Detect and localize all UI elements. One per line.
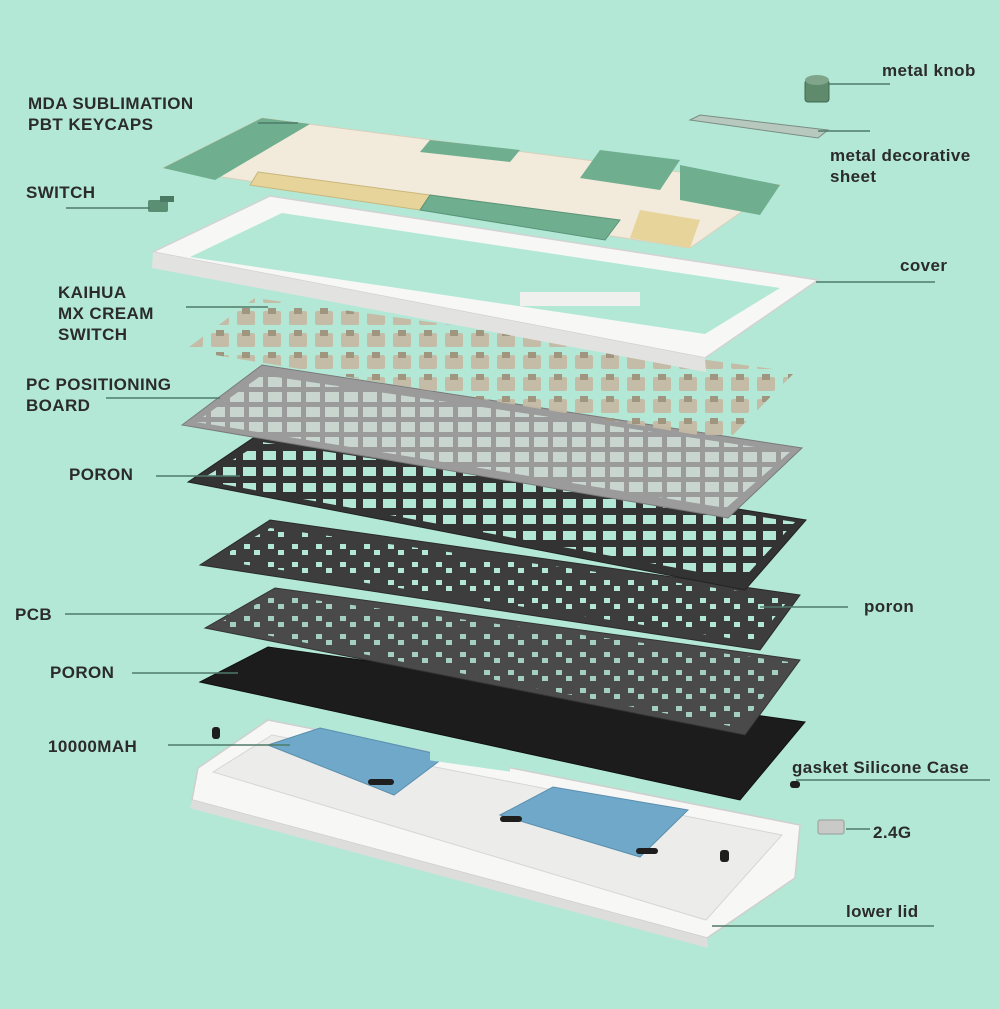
label-poron-bottom-line1: PORON: [50, 663, 115, 682]
label-cover: cover: [900, 255, 947, 276]
label-pc-positioning-board: PC POSITIONING BOARD: [26, 374, 171, 416]
label-metal-knob: metal knob: [882, 60, 976, 81]
label-metal-knob-line1: metal knob: [882, 61, 976, 80]
label-kaihua-line3: SWITCH: [58, 325, 128, 344]
gasket-piece: [368, 779, 394, 785]
cover-frame: [150, 195, 820, 372]
gasket-piece: [720, 850, 729, 862]
label-switch-line1: SWITCH: [26, 183, 96, 202]
label-metal-sheet-line1: metal decorative: [830, 146, 971, 165]
label-kaihua-line2: MX CREAM: [58, 304, 154, 323]
pc-board-holes: [196, 375, 790, 508]
label-switch: SWITCH: [26, 182, 95, 203]
poron-middle-holes: [215, 528, 790, 642]
gasket-piece: [790, 781, 800, 788]
label-kaihua-switch: KAIHUA MX CREAM SWITCH: [58, 282, 154, 345]
metal-knob: [804, 75, 830, 103]
label-poron-right: poron: [864, 596, 914, 617]
battery-right: [498, 786, 690, 858]
label-poron-top: PORON: [69, 464, 133, 485]
label-pcb-line1: PCB: [15, 605, 53, 624]
label-kaihua-line1: KAIHUA: [58, 283, 127, 302]
label-cover-line1: cover: [900, 256, 948, 275]
label-lower-lid-line1: lower lid: [846, 902, 919, 921]
label-poron-top-line1: PORON: [69, 465, 134, 484]
poron-top-holes: [200, 442, 795, 580]
label-pc-board-line2: BOARD: [26, 396, 91, 415]
label-poron-right-line1: poron: [864, 597, 915, 616]
label-keycaps: MDA SUBLIMATION PBT KEYCAPS: [28, 93, 194, 135]
pcb-dots: [215, 595, 790, 728]
keycaps-layer: [161, 117, 782, 249]
gasket-piece: [212, 727, 220, 739]
label-receiver-line1: 2.4G: [873, 823, 912, 842]
label-poron-bottom: PORON: [50, 662, 114, 683]
label-metal-sheet-line2: sheet: [830, 167, 877, 186]
label-pc-board-line1: PC POSITIONING: [26, 375, 172, 394]
label-keycaps-line2: PBT KEYCAPS: [28, 115, 154, 134]
leader-lines: [65, 83, 990, 927]
gasket-piece: [636, 848, 658, 854]
label-battery-line1: 10000MAH: [48, 737, 138, 756]
switch-single: [148, 196, 174, 212]
gasket-piece: [500, 816, 522, 822]
poron-cutout: [430, 742, 510, 772]
label-2.4g: 2.4G: [873, 822, 911, 843]
label-gasket-silicone-case: gasket Silicone Case: [792, 757, 969, 778]
switch-layer: [185, 298, 795, 440]
label-battery: 10000MAH: [48, 736, 137, 757]
label-metal-decorative-sheet: metal decorative sheet: [830, 145, 971, 187]
receiver-2.4g: [817, 819, 845, 835]
label-gasket-line1: gasket Silicone Case: [792, 758, 970, 777]
label-pcb: PCB: [15, 604, 52, 625]
label-keycaps-line1: MDA SUBLIMATION: [28, 94, 194, 113]
metal-decorative-sheet: [688, 114, 830, 139]
poron-bottom-sheet: [198, 646, 806, 801]
label-lower-lid: lower lid: [846, 901, 919, 922]
